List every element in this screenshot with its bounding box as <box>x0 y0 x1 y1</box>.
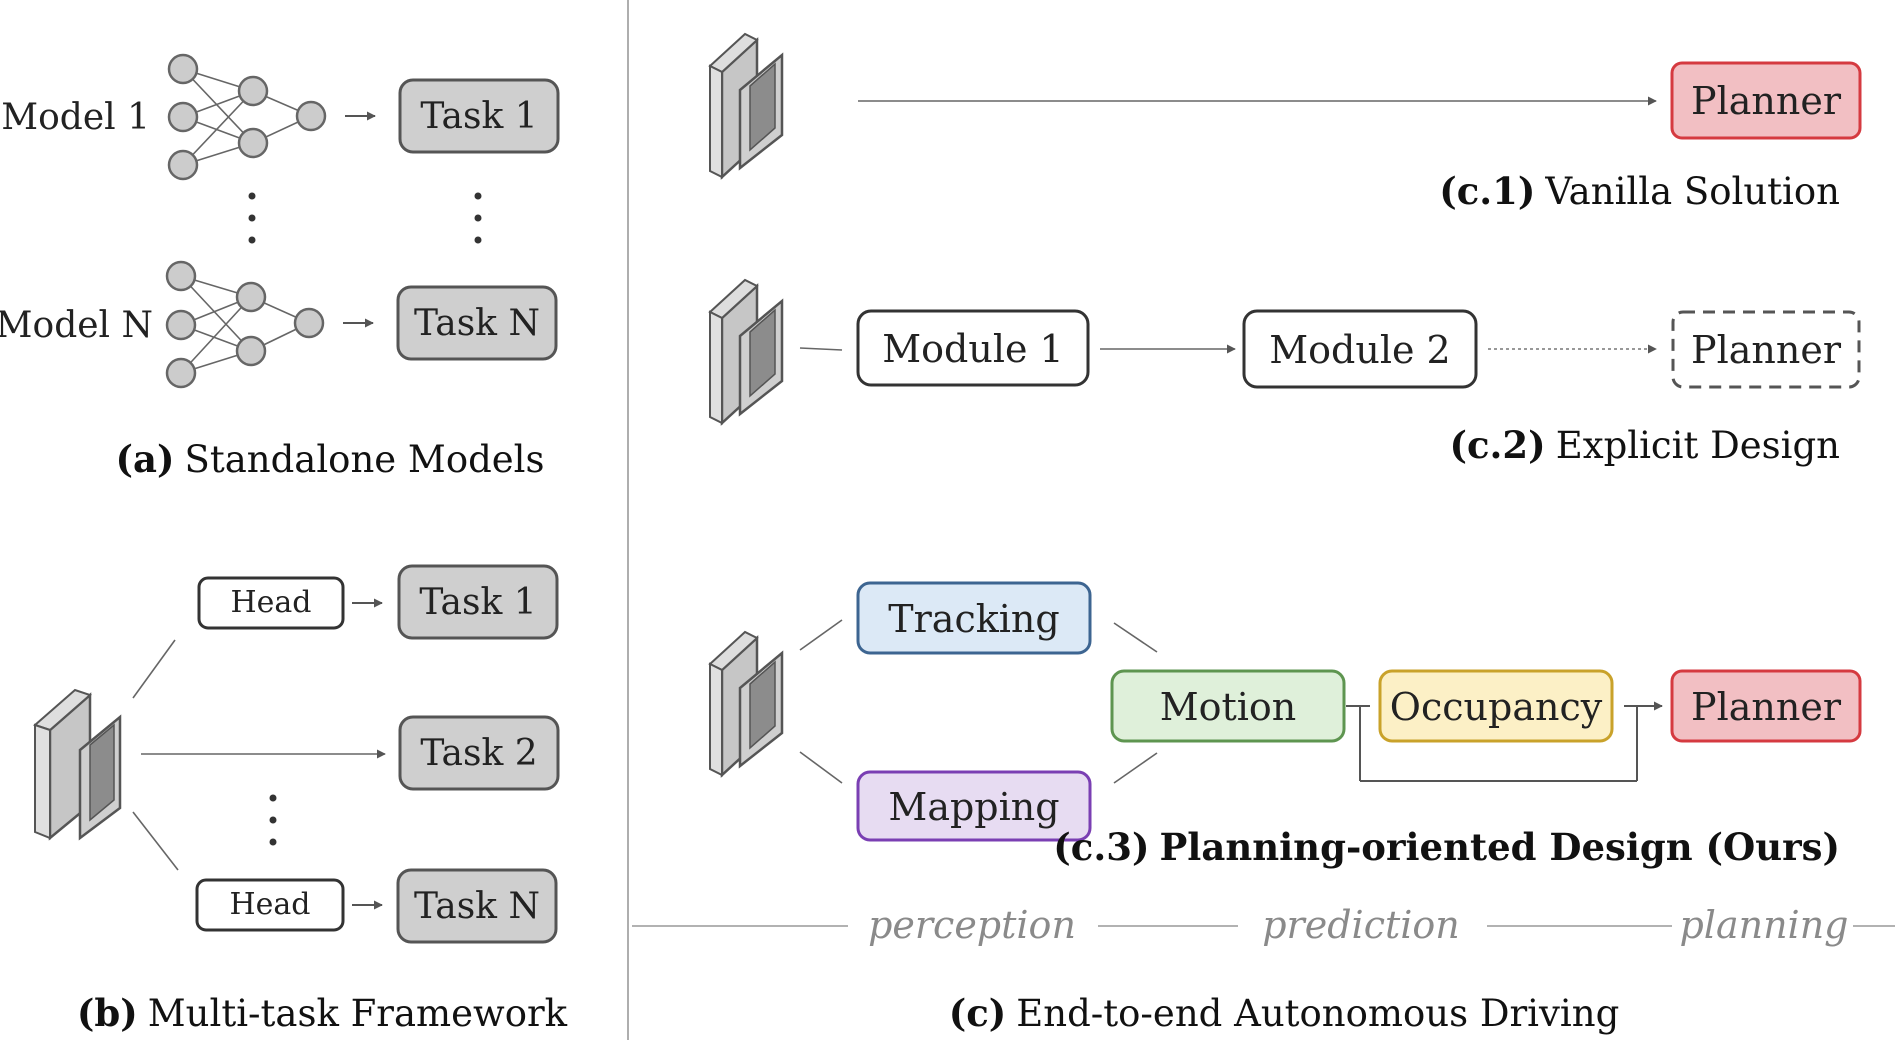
model-n-label: Model N <box>0 305 153 346</box>
planner-box-c3 <box>1672 671 1860 741</box>
neural-net-icon-n <box>165 260 325 389</box>
neural-net-icon-1 <box>167 53 327 181</box>
module-2-box <box>1242 309 1478 389</box>
connector-c2-backbone <box>799 347 843 351</box>
task-n-box-b <box>396 868 558 944</box>
occupancy-box <box>1380 671 1612 741</box>
caption-a: (a)Standalone Models <box>115 437 544 481</box>
task-1-box-a <box>398 78 560 154</box>
occupancy-box-stroke <box>1378 669 1614 743</box>
head-1-box <box>197 576 345 630</box>
planner-label-c1: Planner <box>1691 79 1842 123</box>
planner-label-c2: Planner <box>1691 328 1842 372</box>
motion-box-stroke <box>1110 669 1346 743</box>
panel-b: Head Task 1 Task 2 Head Task N (b)Multi-… <box>33 564 568 1035</box>
mapping-box <box>858 772 1090 840</box>
task-1-label-a: Task 1 <box>420 96 537 137</box>
module-1-box <box>856 309 1090 387</box>
ellipsis-icon-a-left <box>248 192 256 244</box>
task-1-box-b <box>397 564 559 640</box>
mapping-label: Mapping <box>888 785 1059 829</box>
ellipsis-icon-b <box>269 794 277 846</box>
backbone-icon-c3 <box>708 630 784 778</box>
mapping-box-stroke <box>856 770 1092 842</box>
panel-c3: Tracking Mapping Motion Occupancy Planne… <box>708 581 1862 869</box>
panel-a: Model 1 Task 1 <box>0 53 560 481</box>
caption-c: (c)End-to-end Autonomous Driving <box>949 991 1620 1035</box>
planner-box-c2 <box>1671 310 1861 389</box>
head-n-box <box>195 878 345 932</box>
model-1-label: Model 1 <box>1 97 150 138</box>
planner-box-c1 <box>1672 63 1860 138</box>
tracking-label: Tracking <box>888 597 1059 641</box>
planner-label-c3: Planner <box>1691 685 1842 729</box>
caption-c2: (c.2)Explicit Design <box>1450 423 1840 467</box>
panel-c1: Planner (c.1)Vanilla Solution <box>708 32 1862 213</box>
stage-prediction: prediction <box>1262 903 1460 947</box>
planner-box-c1-stroke <box>1670 61 1862 140</box>
backbone-icon-c2 <box>708 278 784 426</box>
task-2-label-b: Task 2 <box>420 733 537 774</box>
head-1-label: Head <box>230 585 311 620</box>
stage-planning: planning <box>1679 903 1848 947</box>
caption-c1: (c.1)Vanilla Solution <box>1439 169 1840 213</box>
head-n-label: Head <box>229 887 310 922</box>
task-n-label-a: Task N <box>414 303 540 344</box>
backbone-icon-c1 <box>708 32 784 180</box>
task-2-box-b <box>398 715 560 791</box>
backbone-icon-b <box>33 688 122 841</box>
caption-c3: (c.3)Planning-oriented Design (Ours) <box>1053 825 1840 869</box>
planner-box-c3-stroke <box>1670 669 1862 743</box>
task-1-label-b: Task 1 <box>419 582 536 623</box>
tracking-box <box>858 583 1090 653</box>
stage-perception: perception <box>868 903 1076 947</box>
task-n-box-a <box>396 285 558 361</box>
ellipsis-icon-a-right <box>474 192 482 244</box>
motion-label: Motion <box>1160 685 1297 729</box>
tracking-box-stroke <box>856 581 1092 655</box>
caption-b: (b)Multi-task Framework <box>77 991 568 1035</box>
module-2-label: Module 2 <box>1269 328 1450 372</box>
occupancy-label: Occupancy <box>1390 685 1603 729</box>
panel-c2: Module 1 Module 2 Planner (c.2)Explicit … <box>708 278 1861 467</box>
motion-box <box>1112 671 1344 741</box>
task-n-label-b: Task N <box>414 886 540 927</box>
stage-axis: perception prediction planning <box>632 903 1895 947</box>
module-1-label: Module 1 <box>882 327 1063 371</box>
